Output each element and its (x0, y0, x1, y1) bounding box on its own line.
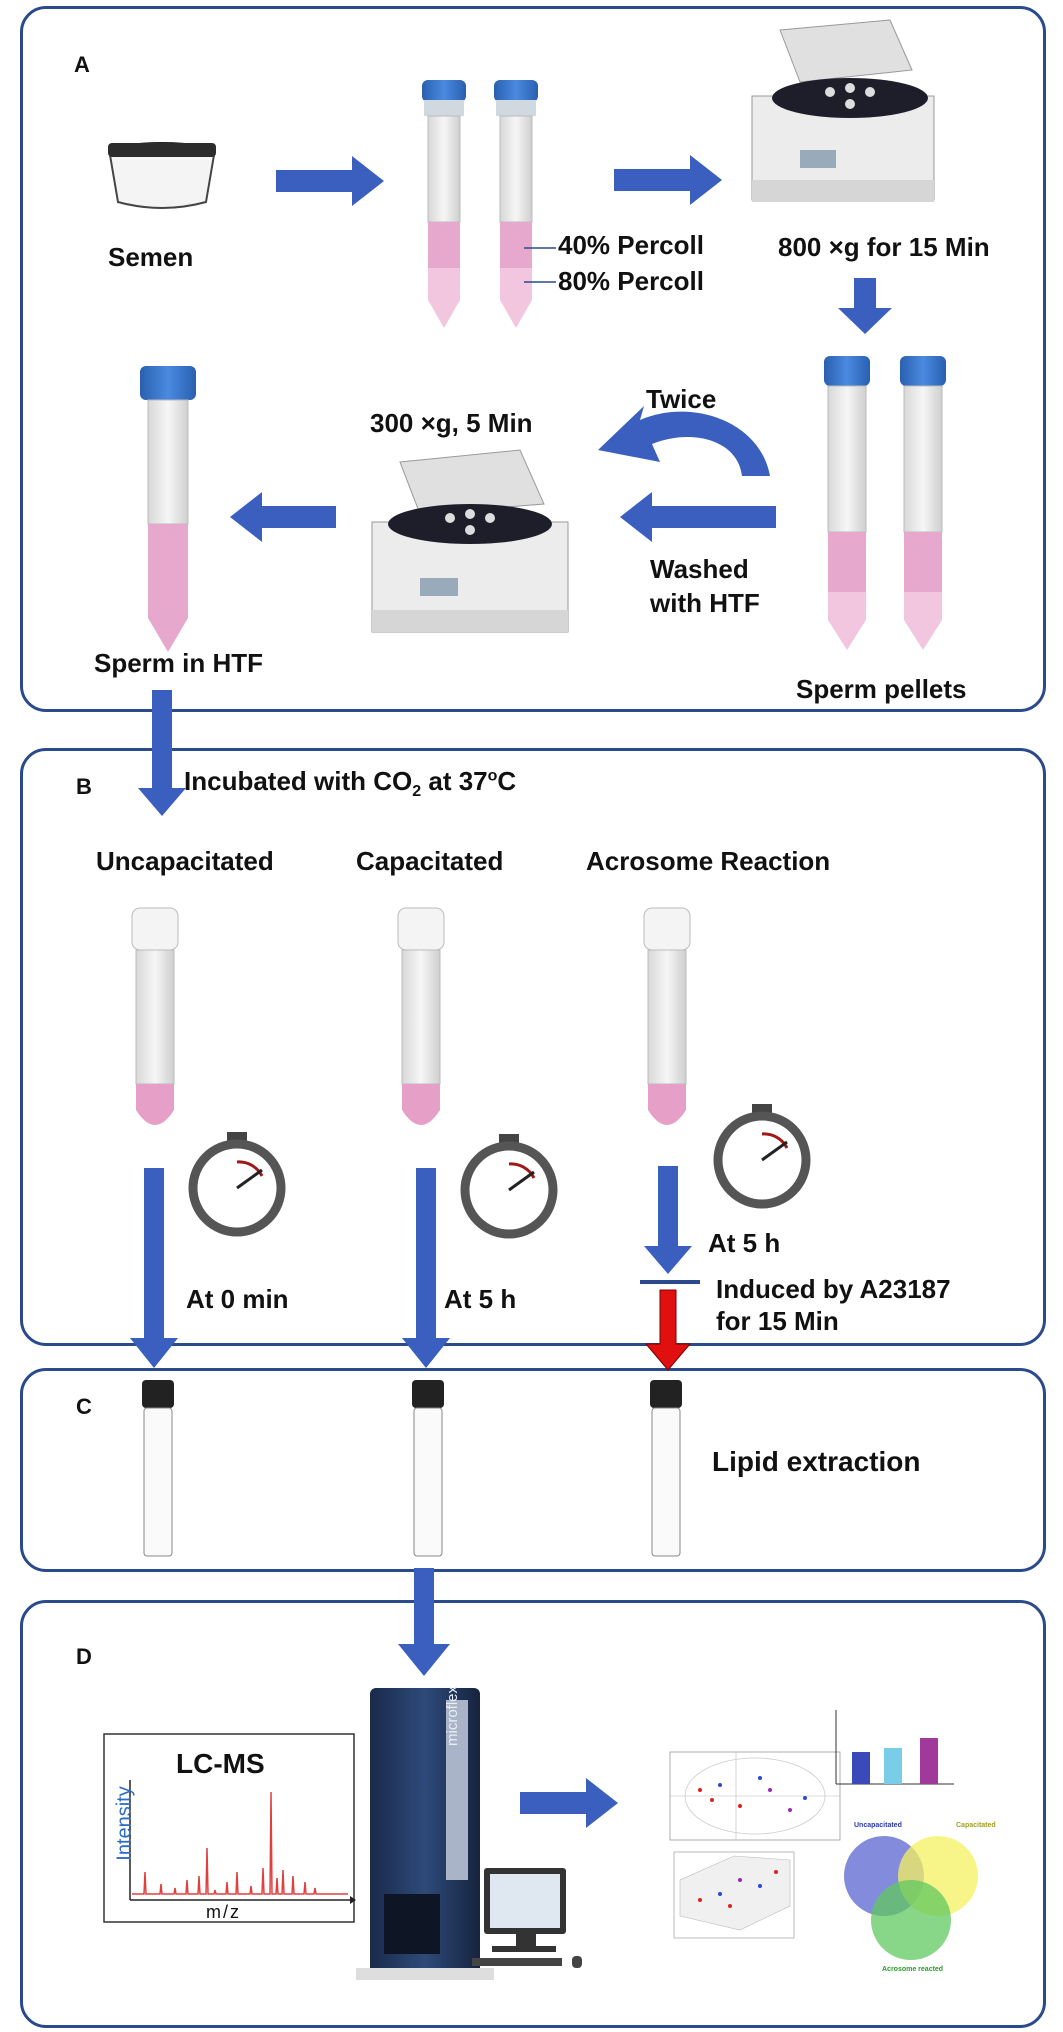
label-induced: Induced by A23187 (716, 1274, 951, 1304)
pca-score-plot (669, 1751, 841, 1841)
arrow-right-2 (614, 155, 722, 205)
arrow-down-1 (838, 278, 892, 334)
semen-cup-icon (108, 142, 216, 209)
sperm-htf-tube (140, 366, 196, 652)
arrow-down-c-to-d (398, 1568, 450, 1676)
computer-icon (472, 1868, 582, 1968)
stopwatch-icon-1 (188, 1132, 286, 1237)
label-acrosome-reaction: Acrosome Reaction (586, 846, 831, 876)
tube-acrosome (643, 907, 691, 1125)
label-at-5h-cap: At 5 h (444, 1284, 517, 1314)
arrow-down-red (644, 1289, 692, 1371)
label-percoll-40: 40% Percoll (558, 230, 704, 260)
percoll-tube-2 (494, 80, 538, 328)
panel-c (20, 1368, 1046, 1572)
label-venn-acro: Acrosome reacted (882, 1966, 944, 1973)
panel-a-letter: A (74, 52, 90, 77)
label-induced-time: for 15 Min (716, 1306, 839, 1336)
mass-spectrometer-icon (356, 1688, 494, 1980)
arrow-left-2 (230, 492, 336, 542)
label-venn-uncap: Uncapacitated (854, 1822, 902, 1829)
label-centrifuge-1: 800 ×g for 15 Min (778, 232, 990, 262)
label-capacitated: Capacitated (356, 846, 504, 876)
arrow-down-cap (402, 1168, 450, 1368)
vial-1 (142, 1380, 174, 1557)
label-lipid-extraction: Lipid extraction (712, 1446, 921, 1477)
label-uncapacitated: Uncapacitated (96, 846, 274, 876)
bar-chart-thumbnail (835, 1710, 954, 1785)
arrow-down-a-to-b (138, 690, 186, 816)
label-sperm-in-htf: Sperm in HTF (94, 648, 264, 678)
tube-uncapacitated (131, 907, 179, 1125)
label-percoll-80: 80% Percoll (558, 266, 704, 296)
pellet-tube-1 (824, 356, 870, 650)
pellet-tube-2 (900, 356, 946, 650)
label-intensity: Intensity (113, 1786, 136, 1861)
centrifuge-1-icon (751, 19, 935, 202)
vial-3 (650, 1380, 682, 1557)
label-venn-cap: Capacitated (956, 1822, 996, 1829)
venn-diagram (844, 1836, 978, 1960)
pca-3d-plot (673, 1851, 795, 1939)
centrifuge-2-icon (371, 449, 569, 633)
percoll-tube-1 (422, 80, 466, 328)
arrow-right-1 (276, 156, 384, 206)
panel-d-letter: D (76, 1644, 92, 1669)
label-sperm-pellets: Sperm pellets (796, 674, 967, 704)
arrow-right-results (520, 1778, 618, 1828)
lcms-spectrum (103, 1733, 356, 1923)
stopwatch-icon-3 (713, 1104, 811, 1209)
label-centrifuge-2: 300 ×g, 5 Min (370, 408, 533, 438)
label-lcms: LC-MS (176, 1748, 265, 1779)
label-twice: Twice (646, 384, 717, 414)
label-semen: Semen (108, 242, 194, 272)
stopwatch-icon-2 (460, 1134, 558, 1239)
tube-capacitated (397, 907, 445, 1125)
panel-b (20, 748, 1046, 1346)
panel-c-letter: C (76, 1394, 92, 1419)
panel-b-letter: B (76, 774, 92, 799)
label-incubated: Incubated with CO2 at 37oC (184, 766, 517, 801)
arrow-down-acro (644, 1166, 692, 1274)
label-instrument: microflex (444, 1685, 461, 1746)
label-mz: m/z (206, 1902, 241, 1922)
label-washed: Washed (650, 554, 749, 584)
twice-curved-arrow (598, 406, 770, 476)
label-with-htf: with HTF (650, 588, 760, 618)
vial-2 (412, 1380, 444, 1557)
arrow-left-1 (620, 492, 776, 542)
label-at-5h-acro: At 5 h (708, 1228, 781, 1258)
label-at-0-min: At 0 min (186, 1284, 289, 1314)
arrow-down-uncap (130, 1168, 178, 1368)
